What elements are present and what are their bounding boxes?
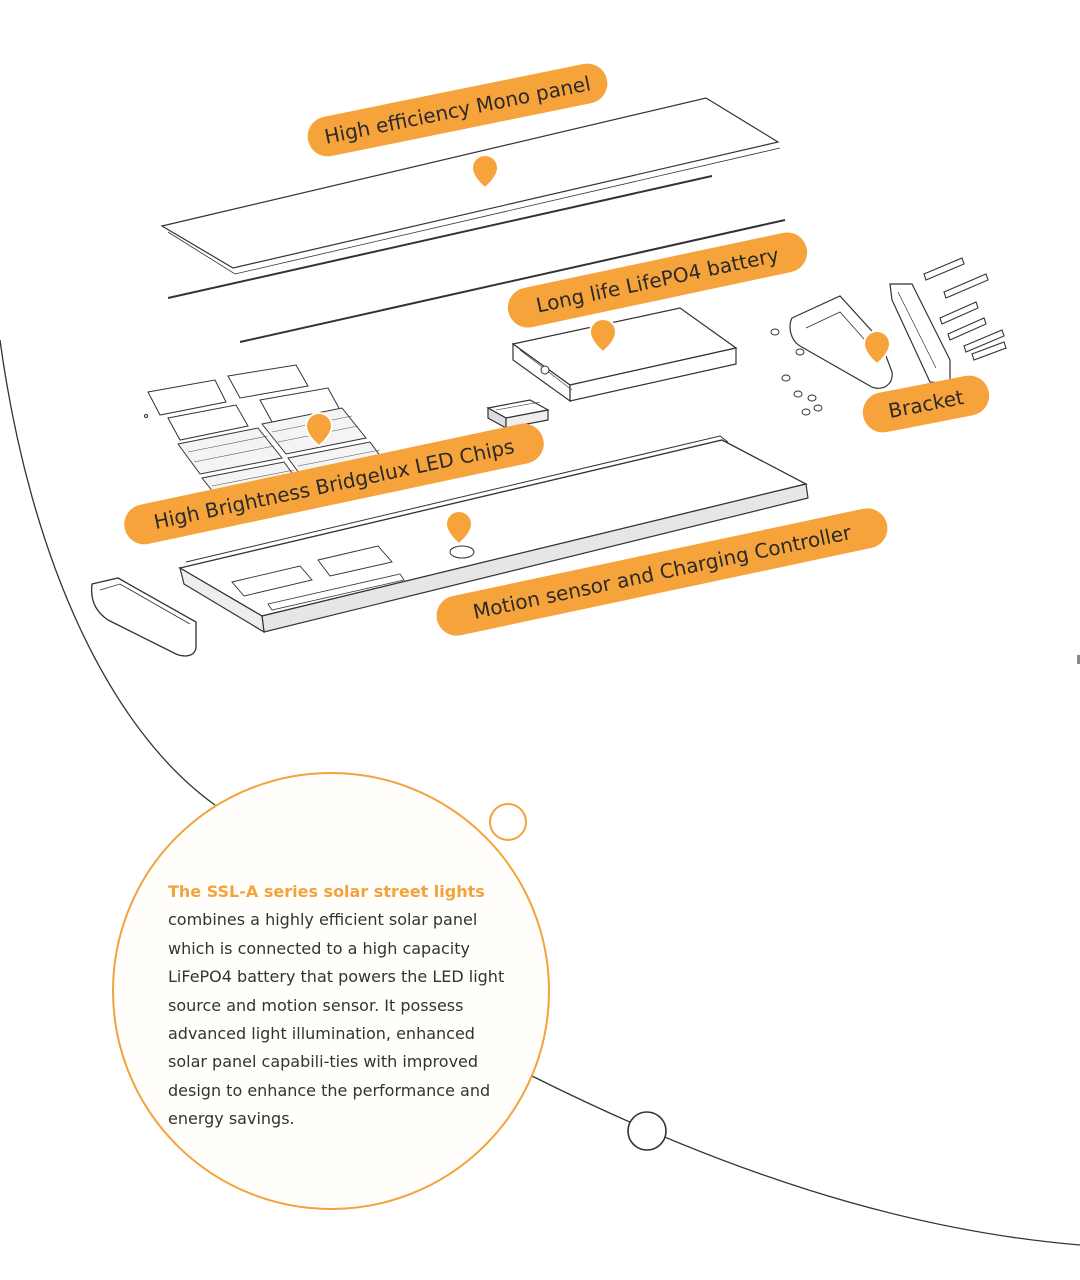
background-arc (0, 339, 216, 806)
battery-drawing (511, 307, 738, 403)
edge-mark (1077, 655, 1080, 664)
light-housing (178, 435, 809, 634)
pin-icon-battery (588, 318, 618, 354)
led-optics (147, 364, 341, 441)
pin-icon-mono-panel (470, 154, 500, 190)
deco-circle-dark (627, 1111, 667, 1151)
background-arc-lower (531, 1075, 1080, 1246)
solar-panel (160, 97, 780, 269)
description-circle (112, 772, 550, 1210)
pin-icon-controller (444, 510, 474, 546)
frame-layer (239, 219, 786, 343)
pin-icon-led-chips (304, 412, 334, 448)
description-text: The SSL-A series solar street lights com… (168, 878, 518, 1134)
bolts (923, 257, 1007, 361)
pin-icon-bracket (862, 330, 892, 366)
glass-layer (167, 175, 713, 299)
deco-circle-orange (489, 803, 527, 841)
controller-box (486, 399, 550, 430)
description-body: combines a highly efficient solar panel … (168, 910, 505, 1129)
nuts (144, 328, 823, 418)
end-cap (90, 577, 197, 657)
pin-icons (304, 154, 892, 546)
description-title: The SSL-A series solar street lights (168, 882, 485, 901)
